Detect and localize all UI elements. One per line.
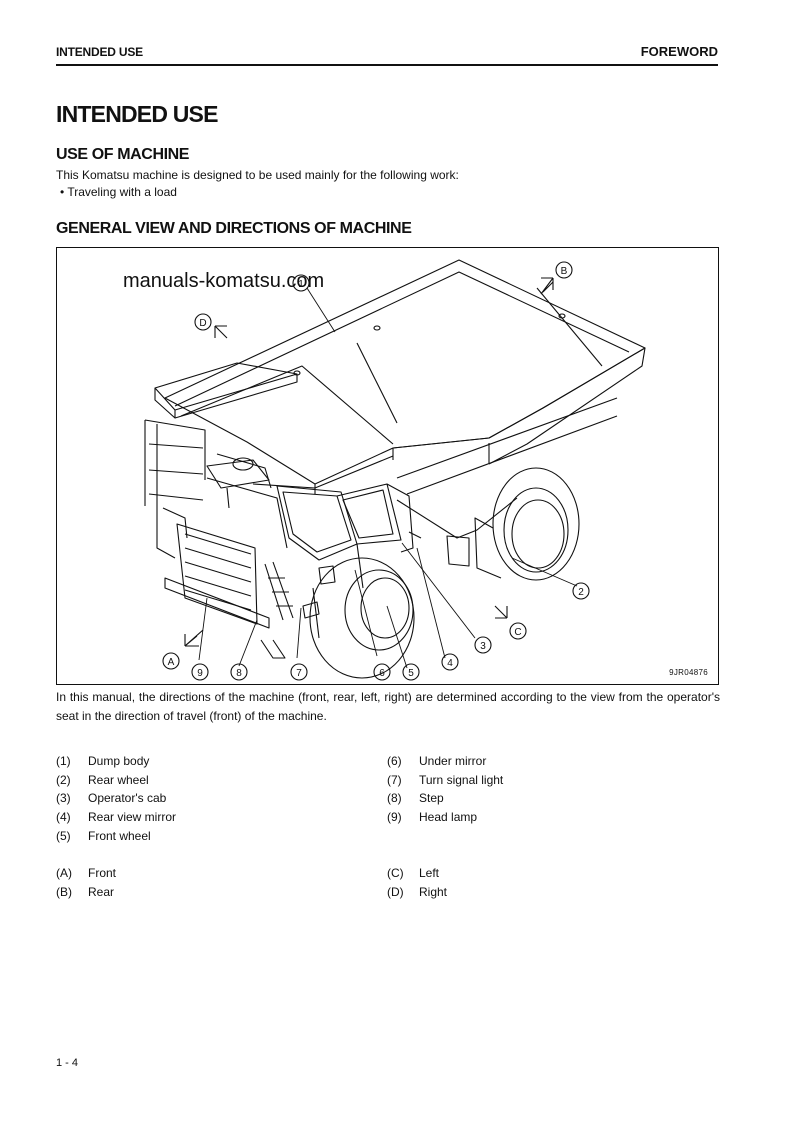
handrail-outline bbox=[144, 419, 294, 659]
use-section-heading: USE OF MACHINE bbox=[56, 146, 190, 163]
header-section-title: INTENDED USE bbox=[56, 45, 143, 59]
direction-label-c: C bbox=[514, 627, 521, 638]
legend-row: (B)Rear bbox=[56, 884, 115, 899]
direction-arrows bbox=[184, 277, 554, 647]
dump-truck-drawing: 1 2 3 4 5 6 7 8 9 A B C D bbox=[144, 259, 646, 681]
callout-label-9: 9 bbox=[197, 668, 203, 679]
view-section-heading: GENERAL VIEW AND DIRECTIONS OF MACHINE bbox=[56, 220, 412, 237]
legend-row: (7)Turn signal light bbox=[387, 772, 504, 787]
watermark-text: manuals-komatsu.com bbox=[123, 270, 325, 292]
legend-row: (1)Dump body bbox=[56, 754, 150, 768]
arrow-rear bbox=[540, 277, 554, 295]
callout-circle-8 bbox=[230, 663, 248, 681]
callout-label-5: 5 bbox=[408, 668, 414, 679]
direction-circle-d bbox=[194, 313, 212, 331]
header-chapter-title: FOREWORD bbox=[640, 44, 718, 59]
figure-id: 9JR04876 bbox=[669, 668, 708, 677]
direction-label-d: D bbox=[199, 318, 206, 329]
callout-circle-3 bbox=[474, 636, 492, 654]
callout-label-7: 7 bbox=[296, 668, 302, 679]
legend-row: (6)Under mirror bbox=[387, 754, 487, 768]
header-rule bbox=[56, 64, 718, 66]
directions-legend-left: (A)Front (B)Rear bbox=[56, 864, 116, 901]
front-grille-outline bbox=[162, 453, 288, 629]
legend-row: (5)Front wheel bbox=[56, 828, 151, 843]
legend-row: (9)Head lamp bbox=[387, 810, 478, 825]
dump-body-outline bbox=[164, 259, 646, 539]
callout-label-4: 4 bbox=[447, 658, 453, 669]
callout-circle-2 bbox=[572, 582, 590, 600]
use-bullet-item: • Traveling with a load bbox=[60, 185, 177, 199]
legend-row: (2)Rear wheel bbox=[56, 772, 149, 787]
legend-row: (8)Step bbox=[387, 791, 444, 806]
callout-circle-5 bbox=[402, 663, 420, 681]
arrow-right bbox=[214, 325, 228, 339]
direction-circle-a bbox=[162, 652, 180, 670]
page-title: INTENDED USE bbox=[56, 101, 218, 127]
callout-circle-4 bbox=[441, 653, 459, 671]
operator-cab-outline bbox=[276, 483, 414, 589]
callout-label-2: 2 bbox=[578, 587, 584, 598]
direction-label-a: A bbox=[168, 657, 175, 668]
callout-label-1: 1 bbox=[298, 279, 304, 290]
callout-markers bbox=[162, 261, 590, 681]
callout-label-8: 8 bbox=[236, 668, 242, 679]
arrow-left bbox=[494, 605, 508, 619]
leader-lines bbox=[198, 287, 578, 669]
directions-paragraph: In this manual, the directions of the ma… bbox=[56, 690, 720, 723]
arrow-front bbox=[184, 629, 204, 647]
rear-wheel-outline bbox=[446, 467, 580, 581]
parts-legend-right: (6)Under mirror (7)Turn signal light (8)… bbox=[387, 752, 503, 827]
callout-circle-6 bbox=[373, 663, 391, 681]
legend-row: (A)Front bbox=[56, 866, 117, 880]
callout-circle-9 bbox=[191, 663, 209, 681]
machine-figure: 1 2 3 4 5 6 7 8 9 A B C D manuals-komats… bbox=[56, 247, 719, 685]
direction-label-b: B bbox=[561, 266, 568, 277]
mirror-outline bbox=[302, 531, 422, 619]
direction-circle-c bbox=[509, 622, 527, 640]
callout-label-6: 6 bbox=[379, 668, 385, 679]
use-section-text: This Komatsu machine is designed to be u… bbox=[56, 168, 459, 182]
engine-outline bbox=[206, 457, 270, 509]
legend-row: (D)Right bbox=[387, 884, 448, 899]
legend-row: (3)Operator's cab bbox=[56, 791, 167, 806]
legend-row: (C)Left bbox=[387, 866, 440, 880]
use-bullet-text: Traveling with a load bbox=[67, 185, 177, 199]
callout-label-3: 3 bbox=[480, 641, 486, 652]
page-number: 1 - 4 bbox=[56, 1057, 79, 1069]
callout-circle-7 bbox=[290, 663, 308, 681]
callout-circle-1 bbox=[292, 274, 310, 292]
legend-row: (4)Rear view mirror bbox=[56, 810, 177, 825]
canopy-outline bbox=[154, 362, 298, 419]
front-wheel-outline bbox=[309, 557, 415, 679]
parts-legend-left: (1)Dump body (2)Rear wheel (3)Operator's… bbox=[56, 752, 176, 845]
direction-circle-b bbox=[555, 261, 573, 279]
directions-legend-right: (C)Left (D)Right bbox=[387, 864, 447, 901]
